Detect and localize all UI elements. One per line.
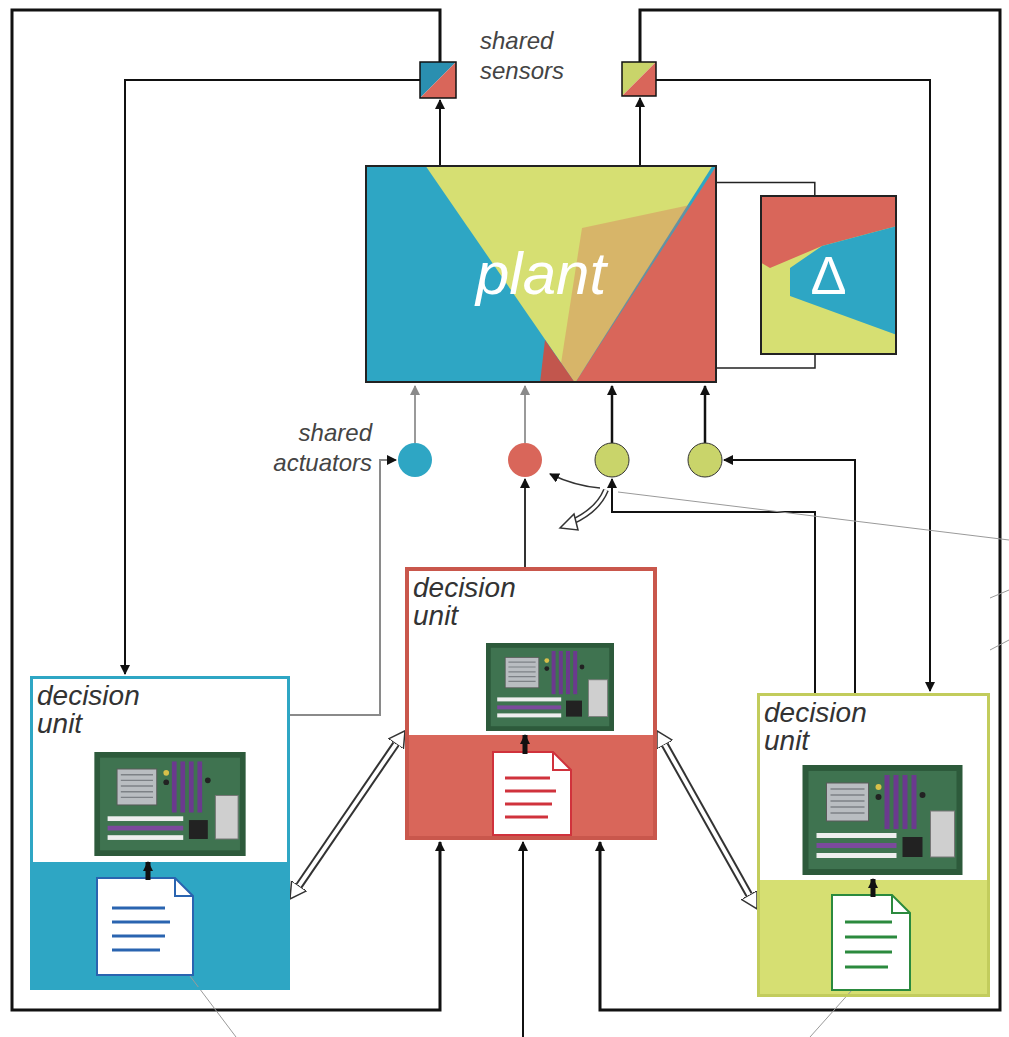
plant-yellow xyxy=(425,165,713,383)
sensor-to-unit-wire xyxy=(125,80,420,674)
sensor-to-unit-wire xyxy=(656,80,930,691)
document-fold xyxy=(553,752,571,770)
motherboard-picture xyxy=(803,765,963,875)
actuator-to-plant-wire xyxy=(704,386,707,443)
leader-line xyxy=(990,640,1009,650)
document-fold xyxy=(892,895,910,913)
node-title: Δ xyxy=(810,248,846,302)
sensor-red-half xyxy=(622,62,656,96)
decision-unit-fill xyxy=(30,567,990,997)
coupling-line xyxy=(717,182,815,195)
leader-line xyxy=(990,590,1009,598)
document-page xyxy=(493,752,571,835)
reference-input-wire xyxy=(522,842,524,1037)
switch-arrow-outline xyxy=(572,490,606,522)
decision-unit-box: decision unit xyxy=(405,567,657,840)
green-actuator-wire xyxy=(724,460,855,693)
green-unit-panel xyxy=(760,696,987,880)
actuator-symbol xyxy=(398,443,722,477)
leader-line xyxy=(190,976,236,1037)
document-lines xyxy=(845,922,897,967)
unit-title: decision unit xyxy=(37,682,159,738)
program-arrow xyxy=(871,879,876,897)
blue-unit-panel xyxy=(33,679,287,862)
delta-return-wire xyxy=(717,355,815,368)
arrow-core xyxy=(665,745,749,895)
green-unit-fill xyxy=(757,693,990,997)
plant-blue xyxy=(365,165,717,383)
motherboard-picture xyxy=(94,752,245,856)
switch-arrow-core xyxy=(572,490,606,522)
sensor-wire xyxy=(12,10,1000,1037)
sensor-yellow-half xyxy=(622,62,656,96)
sensor-blue-half xyxy=(420,62,456,98)
leader-line xyxy=(810,990,852,1037)
document-icon xyxy=(493,735,571,835)
blue-actuator-wire xyxy=(290,460,396,715)
document-lines xyxy=(112,908,170,950)
program-arrow xyxy=(146,862,151,880)
switch-arrow-head xyxy=(560,514,578,530)
coupling-line-path xyxy=(717,182,815,195)
communication-arrow xyxy=(299,744,396,886)
sensor-group-label: shared sensors xyxy=(480,26,612,86)
switch-arrow-pointer xyxy=(550,474,600,488)
document-lines xyxy=(505,778,556,817)
document-page xyxy=(832,895,910,990)
arrow-outline xyxy=(665,745,749,895)
unit-title: decision unit xyxy=(413,574,535,630)
document-icon xyxy=(832,879,910,990)
delta-blue xyxy=(790,226,897,335)
arrow-outline xyxy=(299,744,396,886)
sensor-outline xyxy=(622,62,656,96)
plant-overlap-small xyxy=(540,340,575,383)
actuator-circle xyxy=(688,443,722,477)
unit-title: decision unit xyxy=(764,699,886,755)
decision-unit-box: decision unit xyxy=(757,693,990,997)
actuator-group-label: shared actuators xyxy=(228,418,372,478)
communication-arrow xyxy=(665,745,749,895)
decision-unit-box: decision unit xyxy=(30,676,290,990)
program-arrow xyxy=(523,735,528,754)
actuator-to-plant-wire xyxy=(611,386,614,443)
document-icon xyxy=(97,862,193,975)
document-fold xyxy=(175,878,193,896)
uncertainty-box: Δ xyxy=(760,195,897,355)
red-unit-fill xyxy=(405,567,657,840)
node-title: plant xyxy=(476,244,606,304)
feedback-loop-wire xyxy=(12,10,440,1010)
arrow-core xyxy=(299,744,396,886)
actuator-to-plant-wire xyxy=(524,386,526,443)
sensor-red-half xyxy=(420,62,456,98)
switch-arrow xyxy=(550,474,606,530)
actuator-circle xyxy=(595,443,629,477)
green-actuator-wire xyxy=(612,479,815,693)
feedback-loop-wire xyxy=(600,10,1000,1010)
red-actuator-wire xyxy=(524,479,526,567)
actuator-circle xyxy=(508,443,542,477)
document-page xyxy=(97,878,193,975)
red-unit-panel xyxy=(409,571,653,735)
sensor-outline xyxy=(420,62,456,98)
plant-to-sensor-wire xyxy=(439,100,441,165)
leader-line xyxy=(618,492,1009,540)
motherboard-picture xyxy=(486,643,614,731)
actuator-to-plant-wire xyxy=(414,386,416,443)
delta-fill xyxy=(760,195,897,355)
leader-line xyxy=(190,492,1009,1037)
actuator-circle xyxy=(398,443,432,477)
blue-unit-fill xyxy=(30,676,290,990)
plant-to-sensor-wire xyxy=(639,98,641,165)
delta-yellow xyxy=(760,195,897,355)
plant-fill xyxy=(365,165,717,383)
plant-box: plant xyxy=(365,165,717,383)
